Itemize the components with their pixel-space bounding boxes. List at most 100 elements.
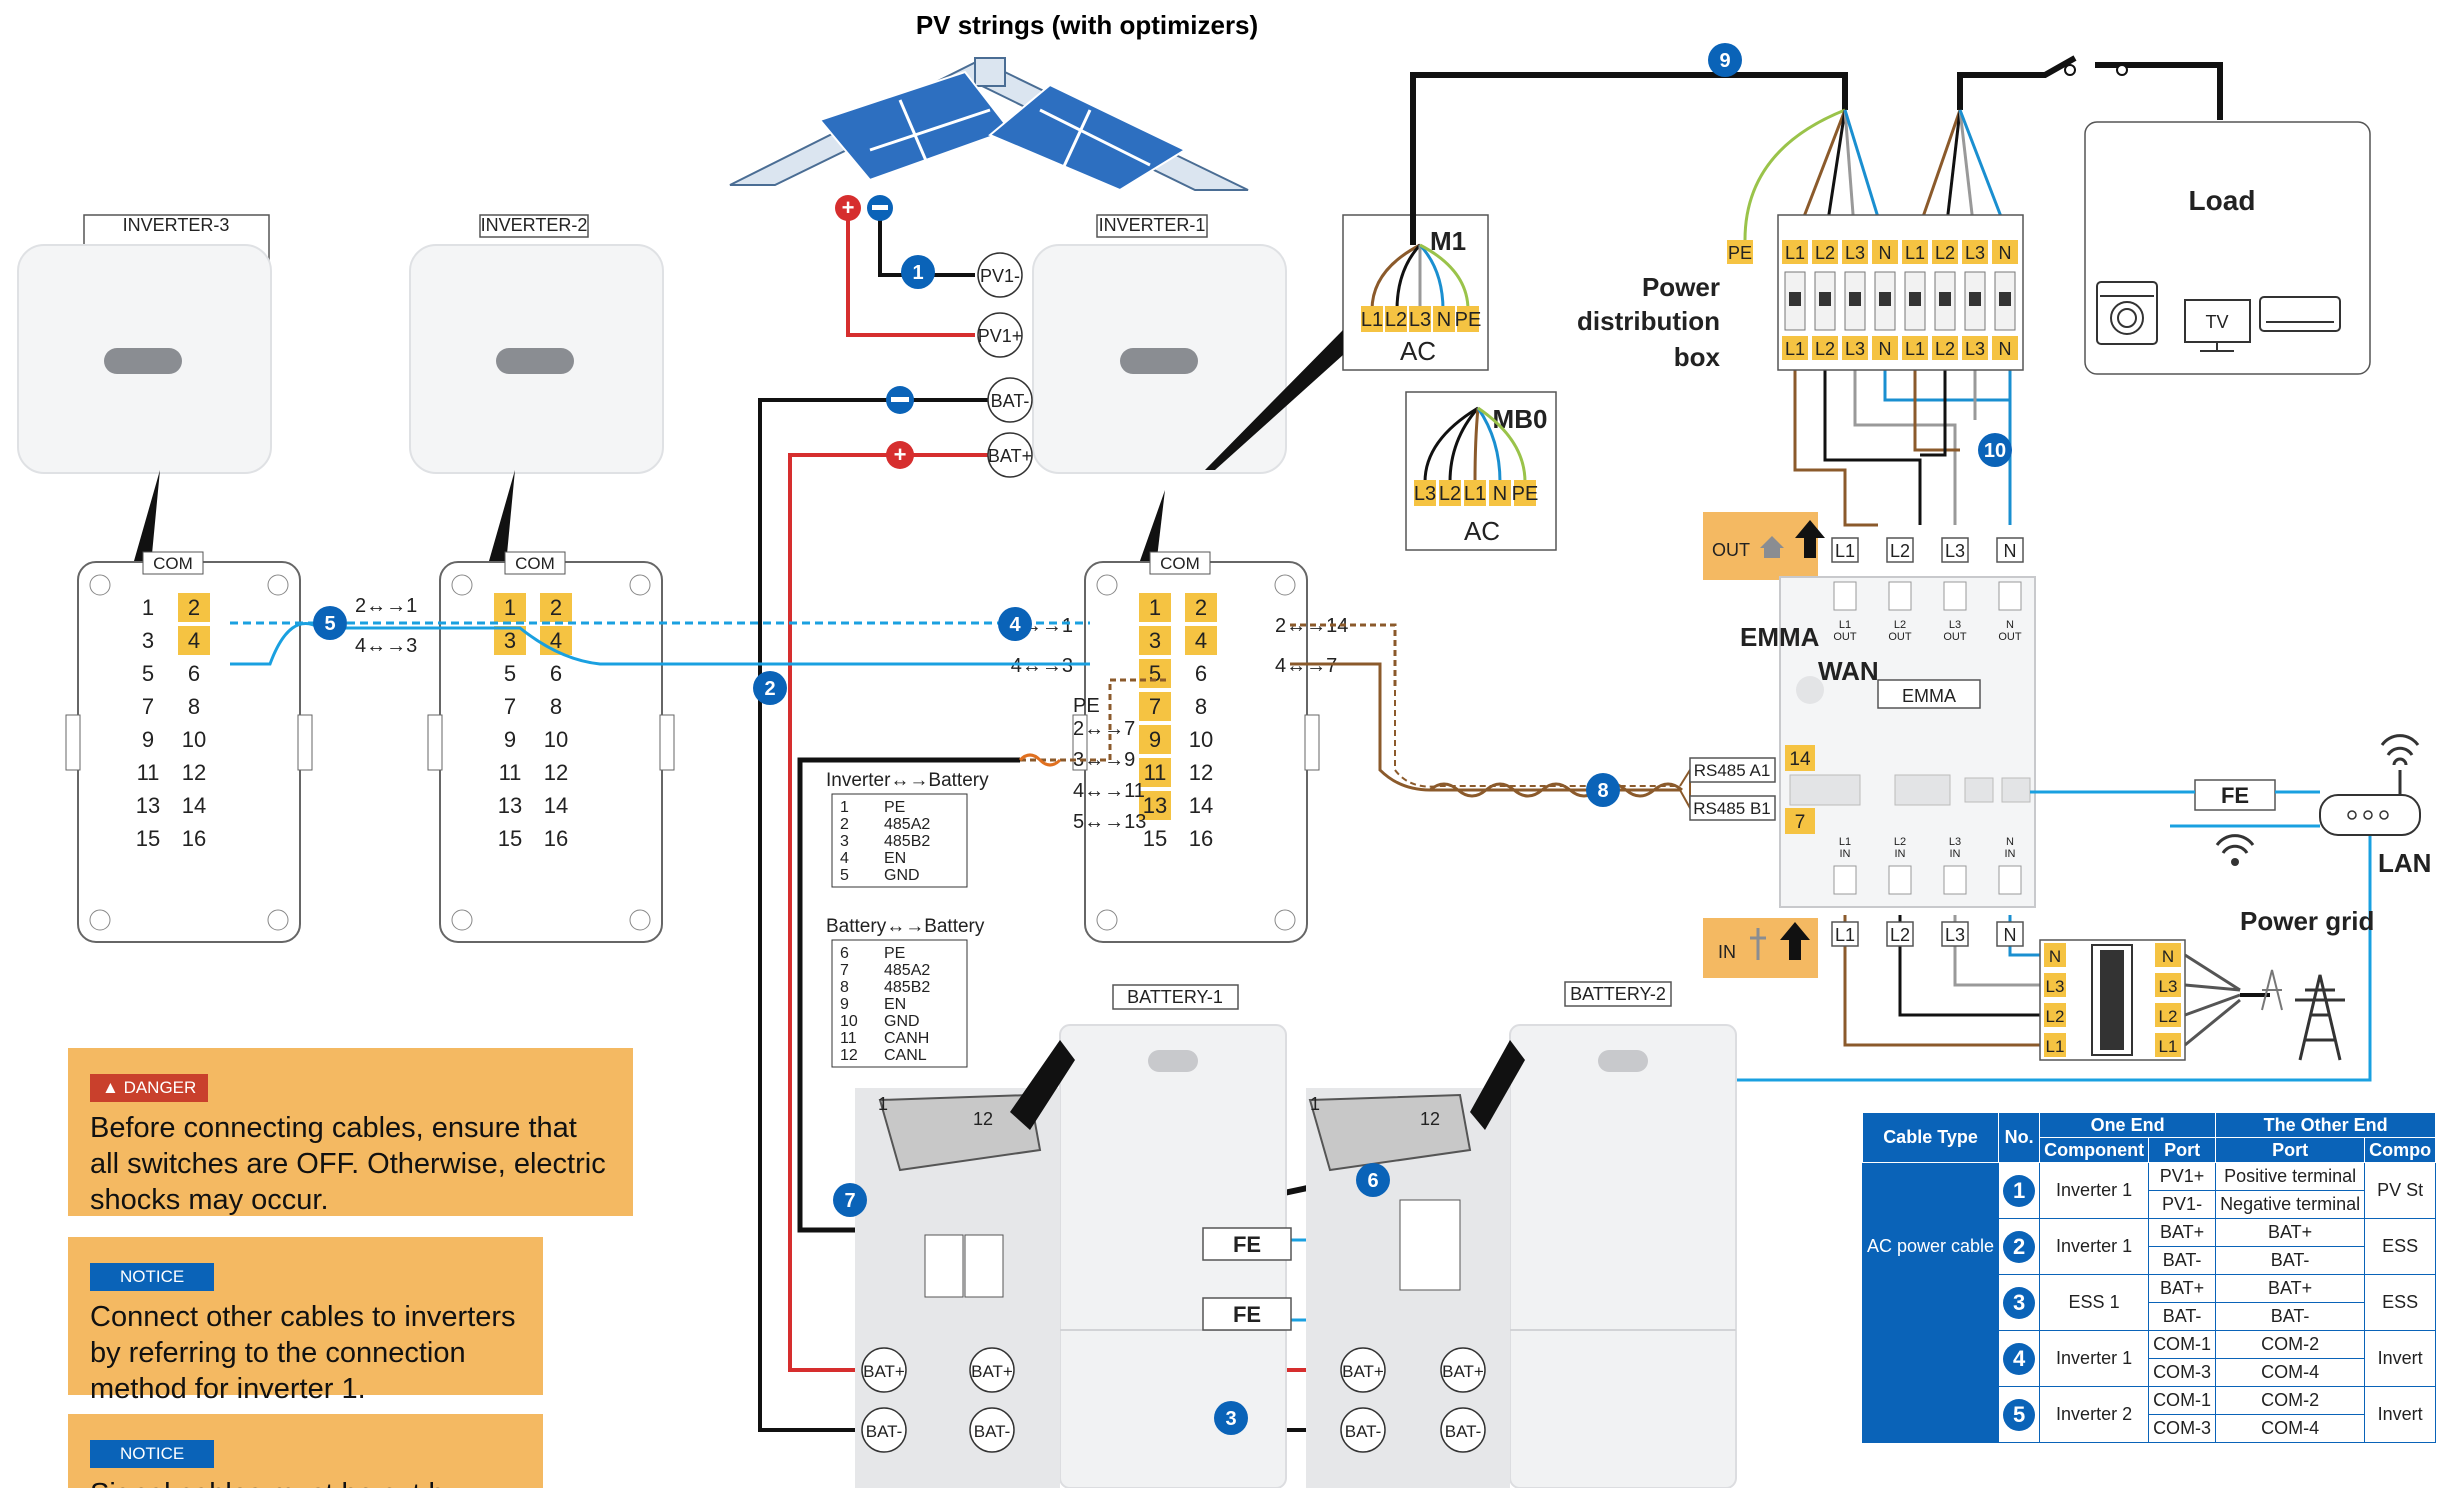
component-cell: Inverter 1 [2039,1162,2150,1219]
terminal-label: L1 [1361,309,1383,331]
emma-in-terminal [1831,921,1859,947]
pin-signal: 485B2 [884,833,930,850]
cable-number-cell: 5 [1998,1386,2041,1443]
emma-in-port [1998,865,2022,895]
svg-text:EMMA: EMMA [1740,622,1820,652]
meter-left-terminal [2044,1003,2066,1027]
pv-title: PV strings (with optimizers) [916,10,1258,40]
com-pin-2: 2 [188,595,200,620]
svg-text:EMMA: EMMA [1902,686,1956,706]
pin-signal: CANH [884,1030,929,1047]
svg-text:BAT-: BAT- [991,391,1030,411]
svg-text:BAT-: BAT- [1445,1422,1482,1441]
pin-number: 7 [840,962,849,979]
other-component-cell: ESS [2364,1274,2437,1331]
mapping-2-1: 2↔→1 [355,595,417,617]
pin-number: 3 [840,833,849,850]
com-screw [89,909,111,931]
washing-machine-icon [2096,281,2158,345]
cable-number-cell: 1 [1998,1162,2041,1219]
danger-tag-text: DANGER [123,1078,197,1097]
port-cell: BAT+ [2148,1274,2217,1303]
com-pin-8: 8 [550,694,562,719]
pdb-top-terminal [1962,240,1988,264]
fe-cable [2030,790,2320,828]
emma-out-port-label: OUT [1888,631,1912,643]
pin-signal: 485B2 [884,979,930,996]
port-cell: COM-3 [2148,1414,2217,1443]
terminal-box [1439,480,1461,506]
pdb-top-terminal [1902,240,1928,264]
other-port-cell: COM-4 [2215,1414,2366,1443]
terminal-box [1414,480,1436,506]
pdb-bottom-terminal [1842,336,1868,360]
meter-left-label: L2 [2046,1007,2065,1026]
pdb-top-terminal [1727,240,1753,264]
svg-text:12: 12 [973,1109,993,1129]
marker-1 [901,255,935,289]
air-conditioner-icon [2259,296,2341,332]
marker-5-label: 5 [324,613,335,635]
com-screw [629,909,651,931]
emma-out-port [1943,581,1967,611]
com-pin-3: 3 [1149,628,1161,653]
com-pin-1: 1 [142,595,154,620]
emma-in-terminal [1886,921,1914,947]
terminal-box [1464,480,1486,506]
other-port-cell: Negative terminal [2215,1190,2366,1219]
com-screw [451,574,473,596]
mapping-inv1-5-13: 5↔→13 [1073,811,1146,833]
mapping-inv1-4-7: 4↔→7 [1275,655,1337,677]
battery-1-bat-minus-left: BAT- [861,1407,907,1453]
terminal-label: L2 [1439,483,1461,505]
marker-9-label: 9 [1719,50,1730,72]
com-pin-2: 2 [550,595,562,620]
battery-2-bat-plus-left: BAT+ [1340,1347,1386,1393]
emma-out-port-label: L2 [1894,619,1906,631]
com-latch [427,714,443,771]
cable-number-cell: 4 [1998,1330,2041,1387]
com-pin-7: 7 [504,694,516,719]
mapping-inv1-4-11: 4↔→11 [1073,780,1145,802]
com-label-box [1149,551,1211,575]
cable-number-badge: 4 [2003,1342,2036,1375]
pin-number: 8 [840,979,849,996]
svg-text:BAT-: BAT- [974,1422,1011,1441]
pdb-bottom-terminal [1902,336,1928,360]
terminal-label: L3 [1414,483,1436,505]
pv-cables: + [835,195,975,337]
com-pin-highlight [178,593,210,622]
terminal-box [1433,306,1455,332]
breaker-switch [1909,292,1921,306]
port-cell: COM-1 [2148,1386,2217,1415]
com-pin-6: 6 [550,661,562,686]
meter-right-label: N [2162,947,2174,966]
mapping-inv1-2-7: 2↔→7 [1073,718,1135,740]
breaker-switch [1819,292,1831,306]
com-pin-3: 3 [142,628,154,653]
com-pin-highlight [1185,593,1217,622]
pdb-top-label: L2 [1935,243,1955,263]
com-pin-4: 4 [188,628,200,653]
emma-out-badge: OUT [1703,512,1825,580]
com-pin-16: 16 [1189,826,1213,851]
other-port-cell: COM-2 [2215,1386,2366,1415]
meter-right-terminal [2155,1033,2181,1057]
other-port-cell: BAT+ [2215,1218,2366,1247]
emma-out-port-label: L3 [1949,619,1961,631]
svg-text:distribution: distribution [1577,306,1720,336]
pin-signal: PE [884,799,905,816]
battery-2-bat-plus-right: BAT+ [1440,1347,1486,1393]
meter-left-label: N [2049,947,2061,966]
fe-label-battery-2: FE [1202,1297,1292,1331]
col-other-end: The Other End [2215,1112,2437,1138]
com-pin-3: 3 [504,628,516,653]
svg-text:WAN: WAN [1818,656,1879,686]
component-cell: Inverter 1 [2039,1330,2150,1387]
breaker-switch [1789,292,1801,306]
com-pin-16: 16 [544,826,568,851]
